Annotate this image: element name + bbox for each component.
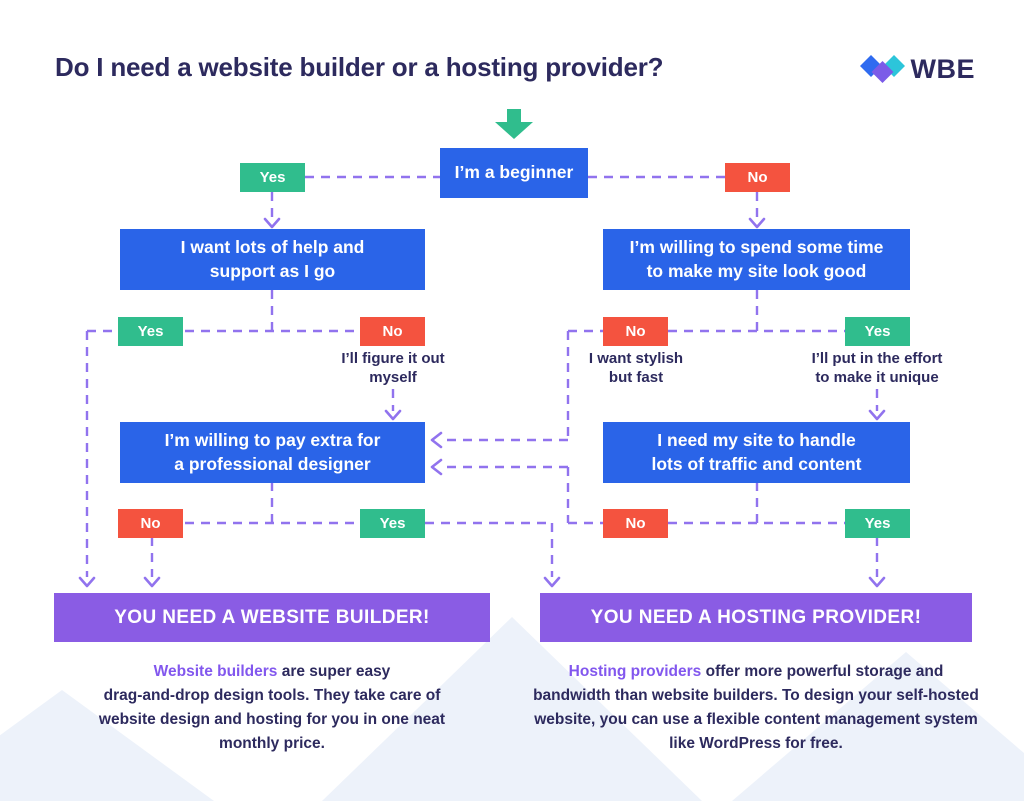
chip-right-q2-yes: Yes: [845, 509, 910, 538]
note-line: I want stylish: [588, 350, 684, 367]
para-line: monthly price.: [219, 735, 325, 753]
wbe-logo-mark: [859, 55, 905, 83]
note-line: I’ll figure it out: [341, 350, 445, 367]
chip-left-q1-yes: Yes: [118, 317, 183, 346]
para-line: Hosting providers offer more powerful st…: [516, 660, 996, 684]
node-label-line: I’m willing to pay extra for: [164, 430, 381, 451]
result-website-builder: YOU NEED A WEBSITE BUILDER!: [54, 593, 490, 642]
note-line: myself: [369, 369, 417, 387]
note-line: to make it unique: [815, 369, 939, 387]
result-label: YOU NEED A HOSTING PROVIDER!: [590, 606, 922, 628]
arrowhead-icon: [430, 431, 443, 449]
highlight-term: Website builders: [153, 663, 278, 680]
chip-label: Yes: [864, 323, 891, 340]
para-text: offer more powerful storage and: [701, 663, 944, 680]
para-line: like WordPress for free.: [669, 735, 843, 753]
para-text: are super easy: [277, 663, 391, 680]
chip-label: Yes: [379, 515, 406, 532]
para-line: bandwidth than website builders. To desi…: [533, 687, 979, 705]
arrowhead-icon: [543, 576, 561, 588]
node-label-line: lots of traffic and content: [651, 453, 862, 474]
page-title: Do I need a website builder or a hosting…: [55, 52, 664, 82]
chip-label: Yes: [259, 169, 286, 186]
node-beginner-label: I’m a beginner: [454, 162, 574, 183]
chip-left-q2-yes: Yes: [360, 509, 425, 538]
arrowhead-icon: [430, 458, 443, 476]
para-line: website, you can use a flexible content …: [534, 711, 978, 729]
chip-label: No: [625, 323, 646, 340]
arrowhead-icon: [143, 576, 161, 588]
brand-logo: WBE: [859, 54, 976, 85]
para-line: drag-and-drop design tools. They take ca…: [103, 687, 441, 705]
brand-name: WBE: [910, 54, 975, 84]
chip-label: No: [140, 515, 161, 532]
node-right-q1: I’m willing to spend some time to make m…: [603, 229, 910, 290]
note-right-q1-no: I want stylish but fast: [556, 349, 716, 387]
result-hosting-provider: YOU NEED A HOSTING PROVIDER!: [540, 593, 972, 642]
note-line: but fast: [608, 369, 664, 387]
node-left-q2: I’m willing to pay extra for a professio…: [120, 422, 425, 483]
result-label: YOU NEED A WEBSITE BUILDER!: [114, 606, 430, 628]
note-right-q1-yes: I’ll put in the effort to make it unique: [787, 349, 967, 387]
chip-label: Yes: [137, 323, 164, 340]
chip-start-no: No: [725, 163, 790, 192]
node-left-q1: I want lots of help and support as I go: [120, 229, 425, 290]
arrowhead-icon: [384, 409, 402, 421]
chip-label: No: [382, 323, 403, 340]
para-line: Website builders are super easy: [52, 660, 492, 684]
note-left-q1-no: I’ll figure it out myself: [313, 349, 473, 387]
node-label-line: I need my site to handle: [657, 430, 856, 451]
arrowhead-icon: [748, 217, 766, 229]
arrowhead-icon: [868, 576, 886, 588]
arrowhead-icon: [868, 409, 886, 421]
chip-label: Yes: [864, 515, 891, 532]
node-label-line: support as I go: [209, 260, 336, 281]
chip-right-q1-no: No: [603, 317, 668, 346]
chip-label: No: [747, 169, 768, 186]
node-label-line: I’m willing to spend some time: [629, 237, 884, 258]
chip-right-q2-no: No: [603, 509, 668, 538]
chip-left-q2-no: No: [118, 509, 183, 538]
note-line: I’ll put in the effort: [811, 350, 943, 367]
arrowhead-icon: [263, 217, 281, 229]
node-label-line: a professional designer: [174, 453, 371, 474]
description-hosting-provider: Hosting providers offer more powerful st…: [516, 660, 996, 756]
chip-left-q1-no: No: [360, 317, 425, 346]
chip-start-yes: Yes: [240, 163, 305, 192]
node-beginner: I’m a beginner: [440, 148, 588, 198]
description-website-builder: Website builders are super easy drag-and…: [52, 660, 492, 756]
node-right-q2: I need my site to handle lots of traffic…: [603, 422, 910, 483]
start-arrow-icon: [495, 109, 533, 140]
para-line: website design and hosting for you in on…: [98, 711, 446, 729]
chip-right-q1-yes: Yes: [845, 317, 910, 346]
highlight-term: Hosting providers: [568, 663, 702, 680]
chip-label: No: [625, 515, 646, 532]
arrowhead-icon: [78, 576, 96, 588]
node-label-line: to make my site look good: [646, 260, 867, 281]
node-label-line: I want lots of help and: [180, 237, 365, 258]
